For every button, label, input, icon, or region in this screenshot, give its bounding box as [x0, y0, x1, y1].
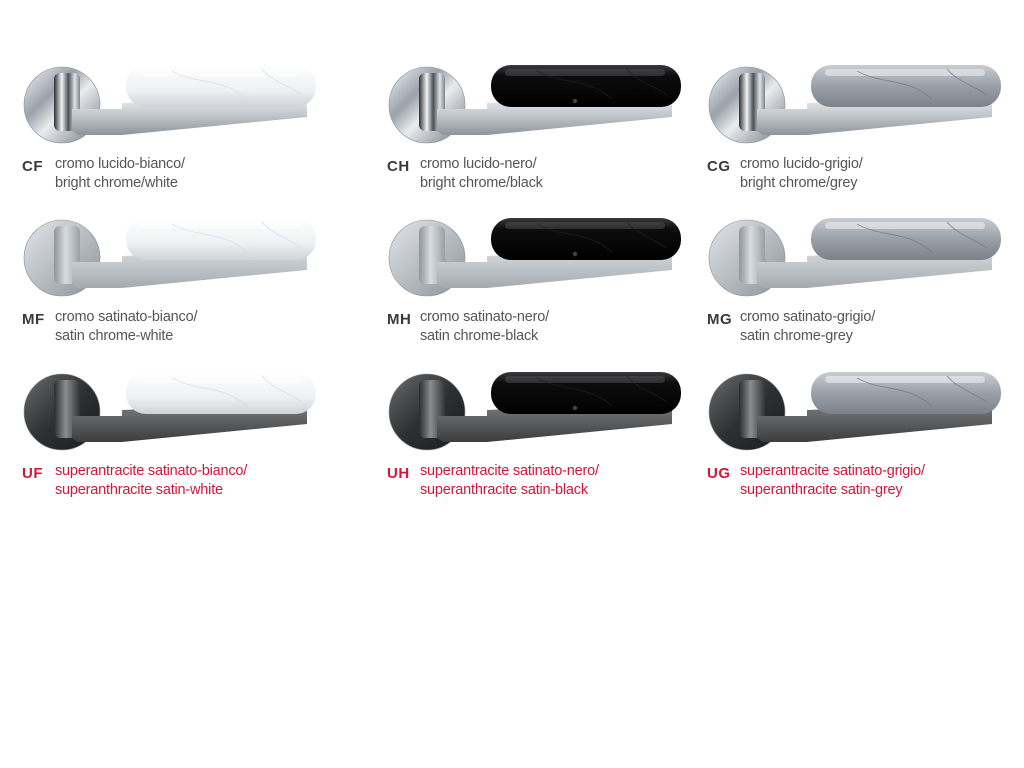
lever-handle-image [23, 218, 316, 297]
grip-veining [536, 375, 668, 407]
handle-illustration [22, 208, 322, 308]
grip-highlight [505, 222, 665, 229]
finish-description: cromo satinato-grigio/ satin chrome-grey [740, 308, 1010, 346]
finish-caption: MH cromo satinato-nero/ satin chrome-bla… [387, 308, 687, 352]
finish-item-cf: CF cromo lucido-bianco/ bright chrome/wh… [22, 55, 322, 205]
grip-screw [572, 98, 578, 104]
handle-illustration [707, 208, 1007, 308]
finish-description: superantracite satinato-nero/ superanthr… [420, 462, 690, 500]
grip-veining [536, 68, 668, 100]
grip-veining [856, 68, 988, 100]
grip-highlight [825, 222, 985, 229]
grip-screw [572, 251, 578, 257]
finish-item-uf: UF superantracite satinato-bianco/ super… [22, 362, 322, 512]
finish-description: superantracite satinato-grigio/ superant… [740, 462, 1010, 500]
finish-name-english: superanthracite satin-white [55, 482, 223, 498]
finish-code: MF [22, 311, 45, 328]
handle-illustration [387, 55, 687, 155]
finish-caption: MG cromo satinato-grigio/ satin chrome-g… [707, 308, 1007, 352]
grip-veining [171, 375, 303, 407]
handle-illustration [387, 362, 687, 462]
handle-illustration [22, 55, 322, 155]
grip-veining [171, 221, 303, 253]
handle-illustration [387, 208, 687, 308]
grip-screw [572, 405, 578, 411]
lever-handle-image [708, 218, 1001, 297]
finish-name-english: satin chrome-black [420, 328, 539, 344]
grip-highlight [505, 376, 665, 383]
lever-handle-image [388, 372, 681, 451]
grip-highlight [505, 69, 665, 76]
finish-item-mf: MF cromo satinato-bianco/ satin chrome-w… [22, 208, 322, 358]
finish-name-english: superanthracite satin-black [420, 482, 588, 498]
finish-caption: UH superantracite satinato-nero/ superan… [387, 462, 687, 506]
finish-item-mg: MG cromo satinato-grigio/ satin chrome-g… [707, 208, 1007, 358]
finish-code: MG [707, 311, 733, 328]
grip-veining [536, 221, 668, 253]
finish-description: cromo lucido-bianco/ bright chrome/white [55, 155, 325, 193]
finish-description: cromo satinato-bianco/ satin chrome-whit… [55, 308, 325, 346]
grip-highlight [140, 222, 300, 229]
finish-description: superantracite satinato-bianco/ superant… [55, 462, 325, 500]
lever-handle-image [708, 65, 1001, 144]
handle-illustration [707, 55, 1007, 155]
lever-handle-image [388, 218, 681, 297]
finish-code: UF [22, 465, 43, 482]
finish-item-uh: UH superantracite satinato-nero/ superan… [387, 362, 687, 512]
finish-name-italian: cromo satinato-nero/ [420, 309, 549, 325]
finish-name-italian: cromo lucido-grigio/ [740, 156, 863, 172]
finish-name-italian: cromo lucido-bianco/ [55, 156, 185, 172]
finish-caption: CG cromo lucido-grigio/ bright chrome/gr… [707, 155, 1007, 199]
finish-caption: MF cromo satinato-bianco/ satin chrome-w… [22, 308, 322, 352]
handle-illustration [707, 362, 1007, 462]
finish-name-english: bright chrome/black [420, 175, 543, 191]
grip-veining [171, 68, 303, 100]
lever-handle-image [388, 65, 681, 144]
finish-caption: CF cromo lucido-bianco/ bright chrome/wh… [22, 155, 322, 199]
grip-veining [856, 221, 988, 253]
finish-name-english: superanthracite satin-grey [740, 482, 903, 498]
finish-name-italian: cromo satinato-grigio/ [740, 309, 876, 325]
grip-highlight [140, 69, 300, 76]
finish-code: CH [387, 158, 410, 175]
lever-handle-image [708, 372, 1001, 451]
finish-name-english: bright chrome/white [55, 175, 178, 191]
finish-name-english: bright chrome/grey [740, 175, 858, 191]
finish-item-ug: UG superantracite satinato-grigio/ super… [707, 362, 1007, 512]
finish-name-italian: cromo lucido-nero/ [420, 156, 537, 172]
grip-highlight [825, 376, 985, 383]
finish-item-ch: CH cromo lucido-nero/ bright chrome/blac… [387, 55, 687, 205]
finish-caption: CH cromo lucido-nero/ bright chrome/blac… [387, 155, 687, 199]
finish-code: CG [707, 158, 731, 175]
finish-code: UG [707, 465, 731, 482]
finish-name-italian: cromo satinato-bianco/ [55, 309, 198, 325]
finish-item-cg: CG cromo lucido-grigio/ bright chrome/gr… [707, 55, 1007, 205]
grip-highlight [825, 69, 985, 76]
finish-name-italian: superantracite satinato-bianco/ [55, 463, 248, 479]
finish-name-italian: superantracite satinato-nero/ [420, 463, 599, 479]
grip-veining [856, 375, 988, 407]
lever-handle-image [23, 65, 316, 144]
finish-description: cromo lucido-grigio/ bright chrome/grey [740, 155, 1010, 193]
finish-name-english: satin chrome-grey [740, 328, 853, 344]
finish-name-italian: superantracite satinato-grigio/ [740, 463, 925, 479]
handle-illustration [22, 362, 322, 462]
finish-caption: UF superantracite satinato-bianco/ super… [22, 462, 322, 506]
finish-caption: UG superantracite satinato-grigio/ super… [707, 462, 1007, 506]
finish-name-english: satin chrome-white [55, 328, 174, 344]
grip-highlight [140, 376, 300, 383]
finish-description: cromo lucido-nero/ bright chrome/black [420, 155, 690, 193]
finish-item-mh: MH cromo satinato-nero/ satin chrome-bla… [387, 208, 687, 358]
finish-code: MH [387, 311, 412, 328]
lever-handle-image [23, 372, 316, 451]
finish-description: cromo satinato-nero/ satin chrome-black [420, 308, 690, 346]
finish-code: UH [387, 465, 410, 482]
finish-code: CF [22, 158, 43, 175]
